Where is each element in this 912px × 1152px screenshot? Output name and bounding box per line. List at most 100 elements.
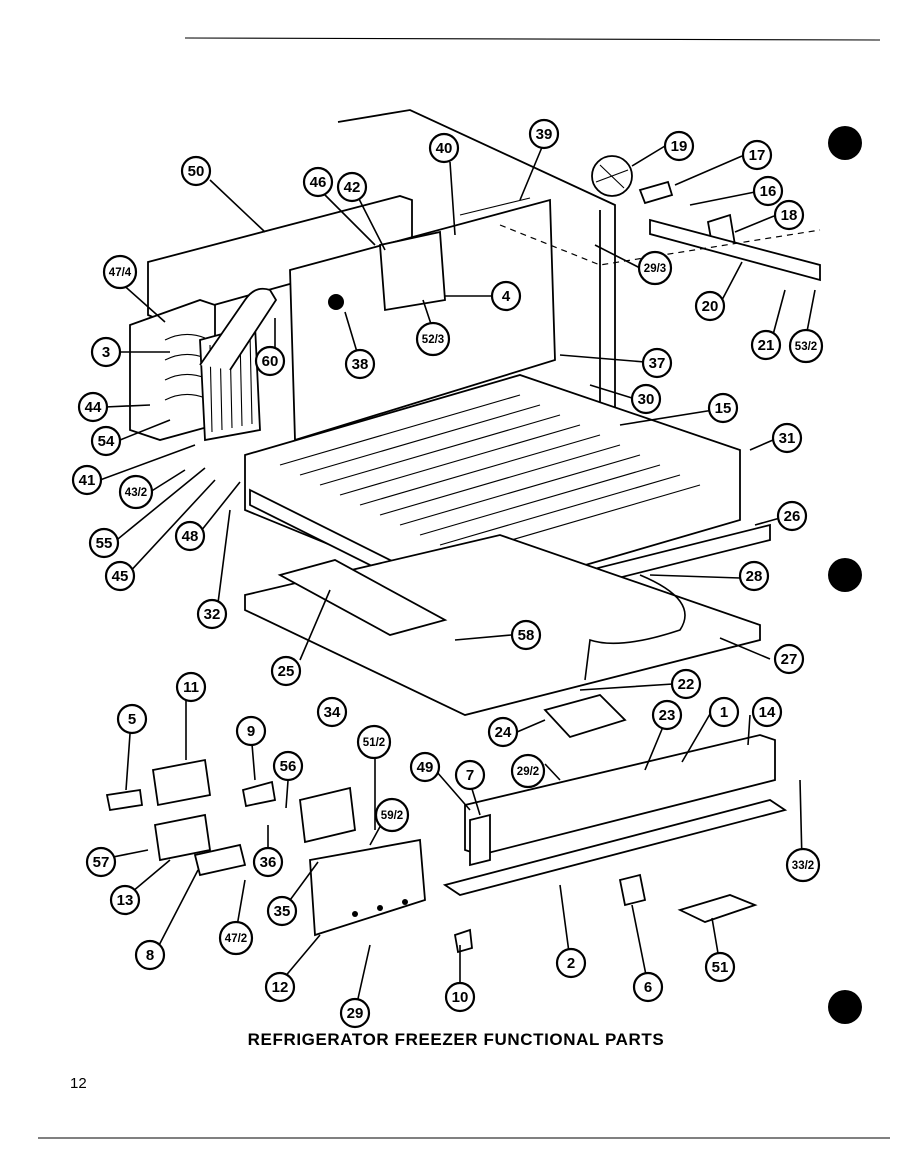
- callout-47-2: 47/2: [218, 920, 254, 956]
- callout-17: 17: [741, 139, 773, 171]
- front-rail-14: [464, 734, 776, 856]
- svg-text:24: 24: [495, 724, 512, 741]
- callout-57: 57: [85, 846, 117, 878]
- callout-45: 45: [104, 560, 136, 592]
- svg-text:42: 42: [344, 179, 361, 196]
- svg-text:20: 20: [702, 298, 719, 315]
- fan-blade-vanes: [595, 164, 629, 189]
- svg-text:26: 26: [784, 508, 801, 525]
- freezer-floor-15: [244, 374, 741, 601]
- svg-text:51/2: 51/2: [363, 737, 385, 749]
- callout-20: 20: [694, 290, 726, 322]
- svg-text:36: 36: [260, 854, 277, 871]
- defrost-heater-tube: [199, 287, 278, 371]
- svg-text:19: 19: [671, 138, 688, 155]
- svg-text:59/2: 59/2: [381, 810, 403, 822]
- svg-text:13: 13: [117, 892, 134, 909]
- callout-27: 27: [773, 643, 805, 675]
- callout-52-3: 52/3: [415, 321, 451, 357]
- callout-40: 40: [428, 132, 460, 164]
- svg-text:25: 25: [278, 663, 295, 680]
- floor-grille-slats: [279, 394, 701, 556]
- svg-text:27: 27: [781, 651, 798, 668]
- callout-49: 49: [409, 751, 441, 783]
- binder-hole-top: [828, 126, 862, 160]
- callout-6: 6: [632, 971, 664, 1003]
- light-housing-24: [543, 693, 627, 739]
- svg-text:30: 30: [638, 391, 655, 408]
- callout-3: 3: [90, 336, 122, 368]
- callout-51-2: 51/2: [356, 724, 392, 760]
- callout-50: 50: [180, 155, 212, 187]
- callout-29-2: 29/2: [510, 753, 546, 789]
- control-hole-c: [402, 899, 408, 905]
- svg-text:50: 50: [188, 163, 205, 180]
- rail-end-49: [469, 813, 491, 867]
- callout-1: 1: [708, 696, 740, 728]
- svg-text:29/2: 29/2: [517, 766, 539, 778]
- binder-hole-middle: [828, 558, 862, 592]
- svg-text:57: 57: [93, 854, 110, 871]
- callout-13: 13: [109, 884, 141, 916]
- callout-42: 42: [336, 171, 368, 203]
- callout-24: 24: [487, 716, 519, 748]
- callout-23: 23: [651, 699, 683, 731]
- seal-strip-39: [459, 197, 531, 216]
- svg-text:45: 45: [112, 568, 129, 585]
- callout-51: 51: [704, 951, 736, 983]
- callout-8: 8: [134, 939, 166, 971]
- callout-39: 39: [528, 118, 560, 150]
- motor-mount-bracket-20: [649, 218, 821, 282]
- damper-control-9: [241, 780, 277, 808]
- svg-text:23: 23: [659, 707, 676, 724]
- callout-44: 44: [77, 391, 109, 423]
- grommet-38: [328, 294, 344, 310]
- callout-22: 22: [670, 668, 702, 700]
- svg-text:46: 46: [310, 174, 327, 191]
- callout-2: 2: [555, 947, 587, 979]
- callout-28: 28: [738, 560, 770, 592]
- control-hole-b: [377, 905, 383, 911]
- callout-5: 5: [116, 703, 148, 735]
- callout-29-3: 29/3: [637, 250, 673, 286]
- callout-48: 48: [174, 520, 206, 552]
- callout-35: 35: [266, 895, 298, 927]
- page-number: 12: [70, 1075, 87, 1092]
- callout-25: 25: [270, 655, 302, 687]
- svg-text:8: 8: [146, 947, 154, 964]
- divider-pan-27: [244, 534, 761, 716]
- switch-plate-51: [677, 894, 758, 923]
- callout-9: 9: [235, 715, 267, 747]
- coil-loops: [164, 333, 206, 401]
- svg-text:11: 11: [183, 679, 199, 696]
- fan-motor-housing-4: [379, 230, 446, 312]
- svg-text:38: 38: [352, 356, 369, 373]
- callout-33-2: 33/2: [785, 847, 821, 883]
- callout-34: 34: [316, 696, 348, 728]
- binder-hole-bottom: [828, 990, 862, 1024]
- callout-38: 38: [344, 348, 376, 380]
- callout-56: 56: [272, 750, 304, 782]
- switch-6: [618, 873, 647, 907]
- svg-text:60: 60: [262, 353, 279, 370]
- svg-text:52/3: 52/3: [422, 334, 444, 346]
- air-duct-panel-37: [289, 198, 556, 442]
- svg-text:53/2: 53/2: [795, 341, 817, 353]
- svg-text:14: 14: [759, 704, 776, 721]
- wire-harness-28: [584, 574, 686, 681]
- control-bracket-13: [153, 813, 212, 862]
- callout-47-4: 47/4: [102, 254, 138, 290]
- svg-text:9: 9: [247, 723, 255, 740]
- svg-text:43/2: 43/2: [125, 487, 147, 499]
- svg-text:51: 51: [712, 959, 729, 976]
- callout-14: 14: [751, 696, 783, 728]
- callout-54: 54: [90, 425, 122, 457]
- control-bracket-34: [299, 786, 356, 844]
- svg-text:47/2: 47/2: [225, 933, 247, 945]
- callout-19: 19: [663, 130, 695, 162]
- svg-text:17: 17: [749, 147, 766, 164]
- svg-text:31: 31: [779, 430, 796, 447]
- svg-text:47/4: 47/4: [109, 267, 132, 279]
- svg-text:35: 35: [274, 903, 291, 920]
